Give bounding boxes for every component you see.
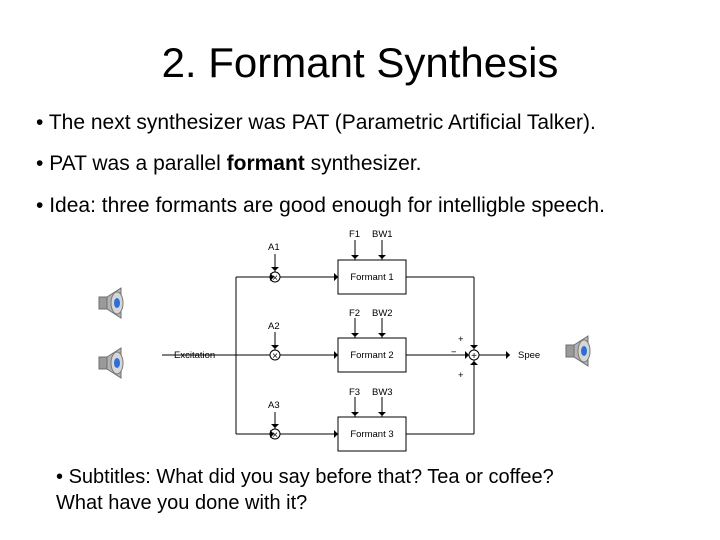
bullet-marker: • bbox=[36, 194, 44, 217]
bullet-text: Idea: three formants are good enough for… bbox=[49, 194, 605, 217]
amp-label-3: A3 bbox=[268, 400, 280, 411]
bullet-marker: • bbox=[36, 152, 44, 175]
subtitles-line-1: • Subtitles: What did you say before tha… bbox=[56, 464, 696, 490]
sign-label-3: + bbox=[458, 370, 464, 381]
bullet-text-post: synthesizer. bbox=[304, 152, 422, 175]
subtitles-bullet: • Subtitles: What did you say before tha… bbox=[56, 464, 696, 516]
bw-label-1: BW1 bbox=[372, 229, 393, 240]
slide-title: 2. Formant Synthesis bbox=[161, 39, 559, 86]
sum-symbol: + bbox=[471, 351, 477, 362]
multiply-symbol: × bbox=[272, 430, 278, 441]
bullet-parallel-formant: • PAT was a parallel formant synthesizer… bbox=[36, 151, 422, 177]
bullet-text-bold: formant bbox=[226, 152, 305, 175]
speech-label: Speech bbox=[518, 350, 540, 361]
speaker-icon[interactable] bbox=[562, 334, 598, 373]
bw-label-3: BW3 bbox=[372, 387, 393, 398]
formant-synthesizer-diagram: × × × + Excitation Speech A1 A2 A3 F1 BW… bbox=[162, 229, 540, 452]
formant-label-3: Formant 3 bbox=[350, 429, 393, 440]
multiply-symbol: × bbox=[272, 351, 278, 362]
formant-label-1: Formant 1 bbox=[350, 272, 393, 283]
bullet-marker: • bbox=[36, 111, 44, 134]
sign-label-2: − bbox=[451, 347, 457, 358]
bw-label-2: BW2 bbox=[372, 308, 393, 319]
bullet-text-pre: PAT was a parallel bbox=[49, 152, 227, 175]
subtitles-text-2: What have you done with it? bbox=[56, 492, 308, 514]
arrowhead bbox=[270, 273, 274, 281]
formant-label-2: Formant 2 bbox=[350, 350, 393, 361]
freq-label-3: F3 bbox=[349, 387, 360, 398]
bullet-idea: • Idea: three formants are good enough f… bbox=[36, 193, 605, 219]
freq-label-2: F2 bbox=[349, 308, 360, 319]
excitation-label: Excitation bbox=[174, 350, 215, 361]
multiply-symbol: × bbox=[272, 273, 278, 284]
bullet-pat: • The next synthesizer was PAT (Parametr… bbox=[36, 110, 596, 136]
sign-label-1: + bbox=[458, 334, 464, 345]
bullet-marker: • bbox=[56, 466, 64, 488]
bullet-text: The next synthesizer was PAT (Parametric… bbox=[48, 111, 596, 134]
speaker-icon[interactable] bbox=[95, 346, 131, 385]
amp-label-2: A2 bbox=[268, 321, 280, 332]
freq-label-1: F1 bbox=[349, 229, 360, 240]
amp-label-1: A1 bbox=[268, 242, 280, 253]
speaker-icon[interactable] bbox=[95, 286, 131, 325]
subtitles-text-1: Subtitles: What did you say before that?… bbox=[68, 466, 554, 488]
